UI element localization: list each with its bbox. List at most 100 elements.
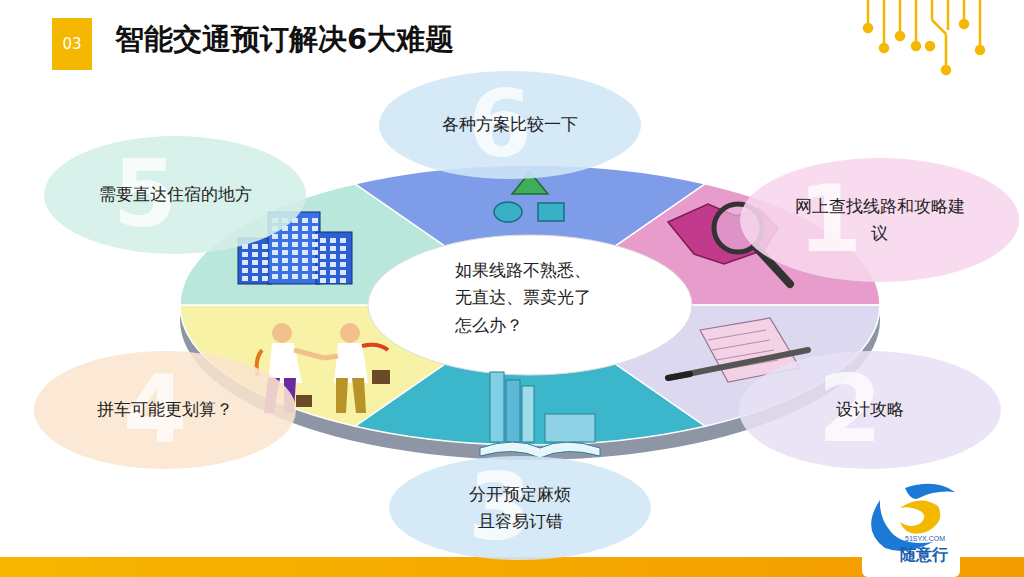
- window: [292, 274, 298, 279]
- window: [272, 274, 278, 279]
- watermark-number: 1: [798, 174, 862, 266]
- window: [312, 250, 318, 255]
- shapes-icon: [494, 172, 564, 222]
- window: [282, 258, 288, 263]
- window: [262, 268, 268, 273]
- center-question: 如果线路不熟悉、无直达、票卖光了怎么办？: [450, 254, 602, 342]
- node-text: 拼车可能更划算？: [97, 396, 233, 423]
- logo-url: 51SYX.COM: [905, 535, 945, 543]
- watermark-number: 3: [468, 462, 532, 554]
- window: [242, 252, 248, 257]
- window: [302, 226, 308, 231]
- problem-ellipse: 2设计攻略: [739, 351, 1001, 469]
- window: [312, 258, 318, 263]
- window: [320, 262, 326, 267]
- node-fill: [44, 136, 306, 254]
- node-text: 设计攻略: [836, 396, 904, 423]
- books-icon: [480, 372, 600, 458]
- window: [312, 226, 318, 231]
- node-fill: [739, 351, 1001, 469]
- window: [292, 266, 298, 271]
- window: [302, 250, 308, 255]
- node-outline: [740, 158, 1019, 282]
- window: [320, 254, 326, 259]
- window: [312, 218, 318, 223]
- window: [262, 244, 268, 249]
- window: [320, 238, 326, 243]
- window: [282, 242, 288, 247]
- section-badge: 03: [52, 18, 92, 70]
- window: [302, 242, 308, 247]
- window: [282, 250, 288, 255]
- node-fill: [52, 18, 92, 70]
- window: [292, 226, 298, 231]
- window: [272, 266, 278, 271]
- window: [302, 258, 308, 263]
- window: [242, 268, 248, 273]
- window: [340, 262, 346, 267]
- problem-ellipse: 5需要直达住宿的地方: [44, 136, 306, 254]
- node-text: 如果线路不熟悉、无直达、票卖光了怎么办？: [455, 257, 597, 339]
- window: [252, 268, 258, 273]
- window: [320, 246, 326, 251]
- window: [252, 252, 258, 257]
- window: [340, 278, 346, 283]
- node-text: 网上查找线路和攻略建议: [792, 193, 968, 247]
- window: [312, 266, 318, 271]
- logo-name: 随意行: [900, 546, 948, 564]
- problem-ellipse: 3分开预定麻烦且容易订错: [389, 456, 651, 560]
- window: [302, 218, 308, 223]
- window: [262, 252, 268, 257]
- node-fill: [34, 351, 296, 469]
- window: [340, 246, 346, 251]
- window: [330, 238, 336, 243]
- window: [292, 258, 298, 263]
- circuit-decoration: [864, 0, 984, 74]
- window: [292, 242, 298, 247]
- window: [320, 270, 326, 275]
- window: [252, 260, 258, 265]
- window: [302, 234, 308, 239]
- window: [330, 254, 336, 259]
- window: [330, 270, 336, 275]
- window: [330, 246, 336, 251]
- logo-mark: [862, 480, 960, 577]
- window: [272, 258, 278, 263]
- window: [262, 260, 268, 265]
- window: [340, 238, 346, 243]
- problem-ellipse: 6各种方案比较一下: [379, 71, 641, 179]
- window: [272, 242, 278, 247]
- window: [312, 274, 318, 279]
- node-fill: [379, 71, 641, 179]
- window: [282, 266, 288, 271]
- window: [292, 250, 298, 255]
- window: [282, 234, 288, 239]
- window: [340, 270, 346, 275]
- problem-ellipse: 4拼车可能更划算？: [34, 351, 296, 469]
- window: [330, 262, 336, 267]
- problem-ellipse: 1网上查找线路和攻略建议: [740, 158, 1019, 282]
- window: [282, 274, 288, 279]
- window: [302, 266, 308, 271]
- node-text: 03: [62, 32, 81, 56]
- window: [292, 234, 298, 239]
- node-fill: [389, 456, 651, 560]
- node-text: 分开预定麻烦且容易订错: [465, 481, 575, 535]
- page-title: 智能交通预订解决6大难题: [115, 20, 454, 60]
- window: [272, 234, 278, 239]
- window: [312, 234, 318, 239]
- window: [340, 254, 346, 259]
- window: [330, 278, 336, 283]
- window: [242, 260, 248, 265]
- node-text: 需要直达住宿的地方: [99, 181, 252, 208]
- window: [252, 276, 258, 281]
- window: [320, 278, 326, 283]
- window: [242, 276, 248, 281]
- window: [302, 274, 308, 279]
- ring-center: [368, 235, 692, 375]
- node-fill: [740, 158, 1019, 282]
- window: [262, 276, 268, 281]
- window: [252, 244, 258, 249]
- window: [312, 242, 318, 247]
- node-text: 各种方案比较一下: [442, 111, 578, 138]
